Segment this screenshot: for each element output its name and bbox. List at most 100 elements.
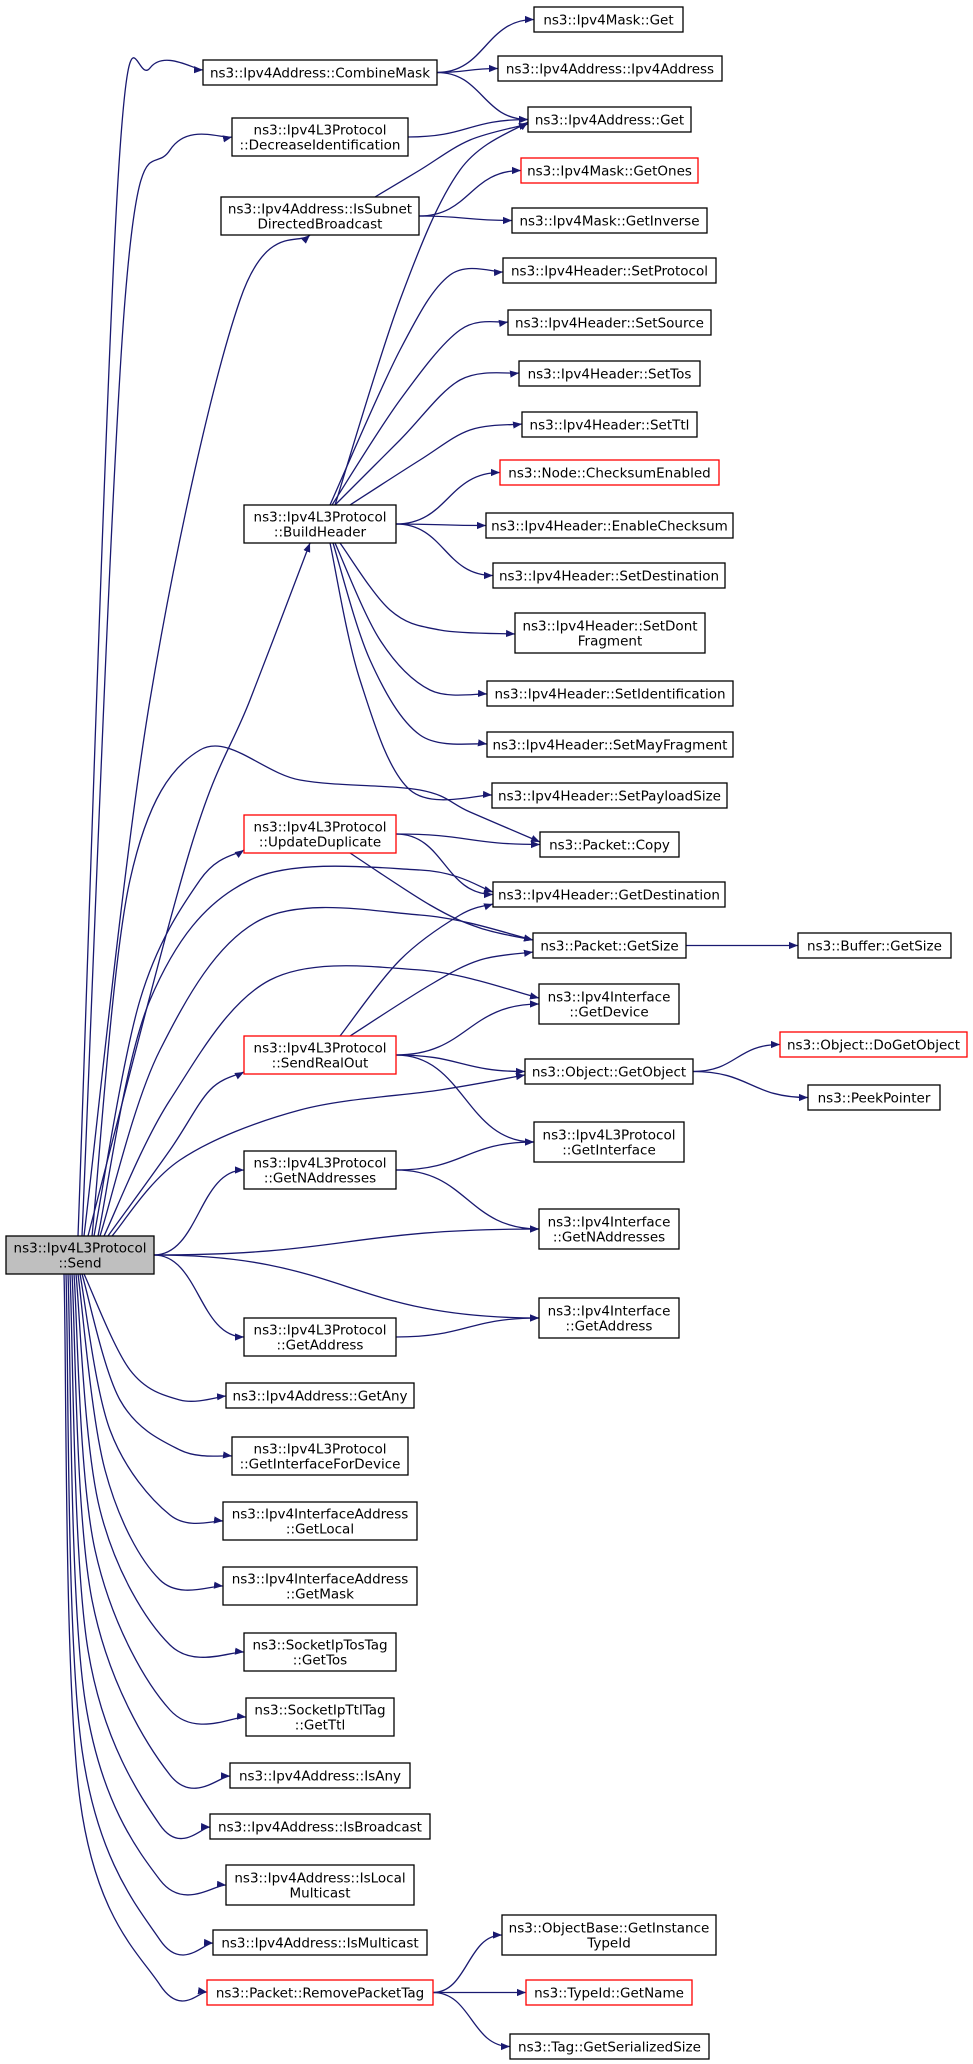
node-addr-is-broadcast[interactable]: ns3::Ipv4Address::IsBroadcast	[209, 1813, 431, 1840]
edge-send-to-addr-is-multicast	[65, 1273, 214, 1956]
edge-send-to-send-real-out	[107, 1071, 245, 1237]
node-tos-tag-get-tos[interactable]: ns3::SocketIpTosTag::GetTos	[243, 1632, 397, 1672]
node-ifaddr-get-local[interactable]: ns3::Ipv4InterfaceAddress::GetLocal	[222, 1501, 418, 1541]
edges-layer	[63, 15, 809, 2051]
node-label: ns3::ObjectBase::GetInstance	[509, 1921, 710, 1937]
node-label: ns3::Ipv4Address::GetAny	[232, 1389, 407, 1405]
node-h-enable-checksum[interactable]: ns3::Ipv4Header::EnableChecksum	[485, 512, 734, 539]
edge-combine-mask-to-addr-get	[436, 71, 529, 124]
node-box	[485, 512, 734, 539]
node-label: ns3::Ipv4InterfaceAddress	[232, 1507, 409, 1523]
edge-l3-get-n-addresses-to-iface-get-n-addresses	[395, 1169, 540, 1233]
edge-l3-get-address-to-iface-get-address	[395, 1314, 540, 1338]
node-addr-get-any[interactable]: ns3::Ipv4Address::GetAny	[225, 1382, 415, 1409]
node-box	[229, 1762, 411, 1789]
node-decrease-id[interactable]: ns3::Ipv4L3Protocol::DecreaseIdentificat…	[231, 117, 409, 157]
node-buffer-get-size[interactable]: ns3::Buffer::GetSize	[797, 932, 952, 959]
node-h-set-identification[interactable]: ns3::Ipv4Header::SetIdentification	[486, 680, 734, 707]
node-addr-is-multicast[interactable]: ns3::Ipv4Address::IsMulticast	[212, 1929, 428, 1956]
node-l3-get-address[interactable]: ns3::Ipv4L3Protocol::GetAddress	[243, 1317, 397, 1357]
node-label: ns3::Ipv4L3Protocol	[254, 123, 387, 139]
node-packet-copy[interactable]: ns3::Packet::Copy	[539, 831, 680, 858]
node-h-set-may-fragment[interactable]: ns3::Ipv4Header::SetMayFragment	[486, 731, 734, 758]
edge-send-to-l3-get-n-addresses	[153, 1166, 245, 1256]
node-iface-get-device[interactable]: ns3::Ipv4Interface::GetDevice	[538, 983, 680, 1025]
node-is-subnet-db[interactable]: ns3::Ipv4Address::IsSubnetDirectedBroadc…	[220, 196, 420, 236]
node-box	[797, 932, 952, 959]
node-l3-get-interface[interactable]: ns3::Ipv4L3Protocol::GetInterface	[533, 1121, 685, 1163]
edge-build-header-to-h-set-ttl	[349, 421, 523, 506]
node-tag-get-serialized-size[interactable]: ns3::Tag::GetSerializedSize	[509, 2033, 710, 2060]
node-send[interactable]: ns3::Ipv4L3Protocol::Send	[5, 1235, 155, 1275]
edge-send-real-out-to-object-get-object	[395, 1054, 526, 1076]
node-remove-packet-tag[interactable]: ns3::Packet::RemovePacketTag	[206, 1979, 434, 2006]
node-box	[501, 1914, 717, 1956]
node-box	[507, 309, 712, 336]
node-label: ns3::Ipv4Address::IsBroadcast	[218, 1820, 422, 1836]
node-h-get-destination[interactable]: ns3::Ipv4Header::GetDestination	[492, 881, 726, 908]
node-h-set-destination[interactable]: ns3::Ipv4Header::SetDestination	[492, 562, 726, 589]
node-mask-get[interactable]: ns3::Ipv4Mask::Get	[533, 6, 684, 33]
node-label: ns3::Ipv4Header::SetPayloadSize	[498, 789, 721, 805]
edge-send-to-l3-get-address	[153, 1254, 245, 1341]
node-ifaddr-get-mask[interactable]: ns3::Ipv4InterfaceAddress::GetMask	[222, 1566, 418, 1606]
edge-send-real-out-to-iface-get-device	[395, 1000, 540, 1056]
node-box	[779, 1031, 968, 1058]
edge-send-to-decrease-id	[81, 133, 233, 1237]
node-iface-get-n-addresses[interactable]: ns3::Ipv4Interface::GetNAddresses	[538, 1208, 680, 1250]
edge-send-to-build-header	[87, 542, 311, 1237]
node-typeid-get-name[interactable]: ns3::TypeId::GetName	[525, 1979, 693, 2006]
node-peek-pointer[interactable]: ns3::PeekPointer	[807, 1084, 941, 1111]
edge-build-header-to-node-checksum	[395, 468, 501, 525]
node-addr-get[interactable]: ns3::Ipv4Address::Get	[527, 106, 692, 133]
node-label: ns3::Ipv4Header::SetIdentification	[494, 687, 725, 703]
node-box	[5, 1235, 155, 1275]
edge-is-subnet-db-to-mask-get-inverse	[418, 215, 513, 225]
node-l3-get-iface-for-device[interactable]: ns3::Ipv4L3Protocol::GetInterfaceForDevi…	[231, 1436, 409, 1476]
edge-send-to-object-get-object	[111, 1073, 526, 1237]
node-box	[807, 1084, 941, 1111]
edge-send-to-remove-packet-tag	[63, 1273, 208, 2002]
node-addr-is-any[interactable]: ns3::Ipv4Address::IsAny	[229, 1762, 411, 1789]
node-label: ::UpdateDuplicate	[259, 835, 381, 851]
node-addr-ctor[interactable]: ns3::Ipv4Address::Ipv4Address	[497, 55, 723, 82]
node-box	[525, 1979, 693, 2006]
node-label: ::GetDevice	[569, 1005, 648, 1021]
node-packet-get-size[interactable]: ns3::Packet::GetSize	[532, 932, 687, 959]
node-combine-mask[interactable]: ns3::Ipv4Address::CombineMask	[202, 59, 438, 86]
node-h-set-payload-size[interactable]: ns3::Ipv4Header::SetPayloadSize	[491, 782, 728, 809]
node-build-header[interactable]: ns3::Ipv4L3Protocol::BuildHeader	[243, 504, 397, 544]
node-box	[206, 1979, 434, 2006]
node-label: ns3::Ipv4Header::GetDestination	[498, 888, 720, 904]
node-ttl-tag-get-ttl[interactable]: ns3::SocketIpTtlTag::GetTtl	[245, 1697, 395, 1737]
edge-send-to-iface-get-address	[153, 1254, 540, 1322]
node-box	[539, 831, 680, 858]
node-label: ns3::Ipv4Interface	[548, 1215, 671, 1231]
edge-send-to-packet-copy	[91, 745, 541, 1237]
edge-update-duplicate-to-h-get-destination	[395, 833, 494, 899]
node-label: ns3::Ipv4Interface	[548, 990, 671, 1006]
node-label: ns3::TypeId::GetName	[534, 1986, 684, 2002]
node-update-duplicate[interactable]: ns3::Ipv4L3Protocol::UpdateDuplicate	[243, 814, 397, 854]
node-iface-get-address[interactable]: ns3::Ipv4Interface::GetAddress	[538, 1297, 680, 1339]
node-l3-get-n-addresses[interactable]: ns3::Ipv4L3Protocol::GetNAddresses	[243, 1150, 397, 1190]
node-label: ns3::Ipv4Address::IsMulticast	[221, 1936, 418, 1952]
node-mask-get-inverse[interactable]: ns3::Ipv4Mask::GetInverse	[511, 207, 708, 234]
edge-send-real-out-to-h-get-destination	[339, 903, 494, 1037]
node-h-set-protocol[interactable]: ns3::Ipv4Header::SetProtocol	[502, 257, 717, 284]
edge-send-to-iface-get-device	[103, 965, 540, 1237]
node-send-real-out[interactable]: ns3::Ipv4L3Protocol::SendRealOut	[243, 1035, 397, 1075]
node-h-set-tos[interactable]: ns3::Ipv4Header::SetTos	[518, 360, 701, 387]
node-h-set-ttl[interactable]: ns3::Ipv4Header::SetTtl	[521, 411, 698, 438]
node-node-checksum[interactable]: ns3::Node::ChecksumEnabled	[499, 459, 720, 486]
node-mask-get-ones[interactable]: ns3::Ipv4Mask::GetOnes	[520, 157, 699, 184]
edge-build-header-to-h-set-destination	[395, 523, 494, 580]
edge-send-to-ifaddr-get-local	[79, 1273, 224, 1524]
node-h-set-source[interactable]: ns3::Ipv4Header::SetSource	[507, 309, 712, 336]
node-object-do-get-object[interactable]: ns3::Object::DoGetObject	[779, 1031, 968, 1058]
node-object-get-object[interactable]: ns3::Object::GetObject	[524, 1058, 694, 1085]
node-label: ::GetInterface	[562, 1143, 656, 1159]
